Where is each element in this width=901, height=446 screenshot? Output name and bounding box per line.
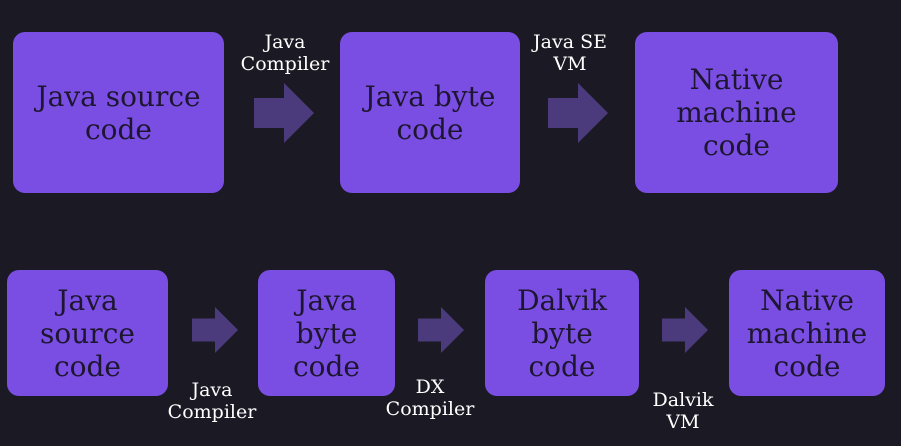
bottom-step-dalvik-vm-label: Dalvik VM — [652, 389, 714, 433]
top-box-native-machine: Native machine code — [635, 32, 838, 193]
bottom-box-native-machine: Native machine code — [729, 270, 885, 396]
bottom-arrow-2 — [418, 307, 464, 353]
top-box-native-machine-label: Native machine code — [676, 63, 797, 162]
bottom-box-java-byte-label: Java byte code — [292, 283, 361, 383]
top-step-java-se-vm-label: Java SE VM — [533, 31, 607, 75]
bottom-box-dalvik-byte-label: Dalvik byte code — [517, 283, 607, 383]
arrow-right-icon — [192, 307, 238, 353]
bottom-box-java-source: Java source code — [7, 270, 168, 396]
top-arrow-1 — [254, 83, 314, 143]
bottom-step-java-compiler-label: Java Compiler — [167, 379, 257, 423]
arrow-right-icon — [254, 83, 314, 143]
arrow-right-icon — [548, 83, 608, 143]
bottom-arrow-3 — [662, 307, 708, 353]
top-arrow-2 — [548, 83, 608, 143]
bottom-box-native-machine-label: Native machine code — [746, 283, 868, 383]
bottom-arrow-1 — [192, 307, 238, 353]
top-box-java-source-label: Java source code — [36, 79, 201, 146]
bottom-step-dx-compiler-label: DX Compiler — [385, 376, 475, 420]
bottom-box-java-source-label: Java source code — [40, 283, 135, 383]
arrow-right-icon — [418, 307, 464, 353]
top-box-java-byte-label: Java byte code — [364, 79, 496, 146]
top-box-java-byte: Java byte code — [340, 32, 520, 193]
top-step-java-compiler-label: Java Compiler — [240, 31, 330, 75]
bottom-box-dalvik-byte: Dalvik byte code — [485, 270, 639, 396]
bottom-box-java-byte: Java byte code — [258, 270, 395, 396]
top-box-java-source: Java source code — [13, 32, 224, 193]
arrow-right-icon — [662, 307, 708, 353]
